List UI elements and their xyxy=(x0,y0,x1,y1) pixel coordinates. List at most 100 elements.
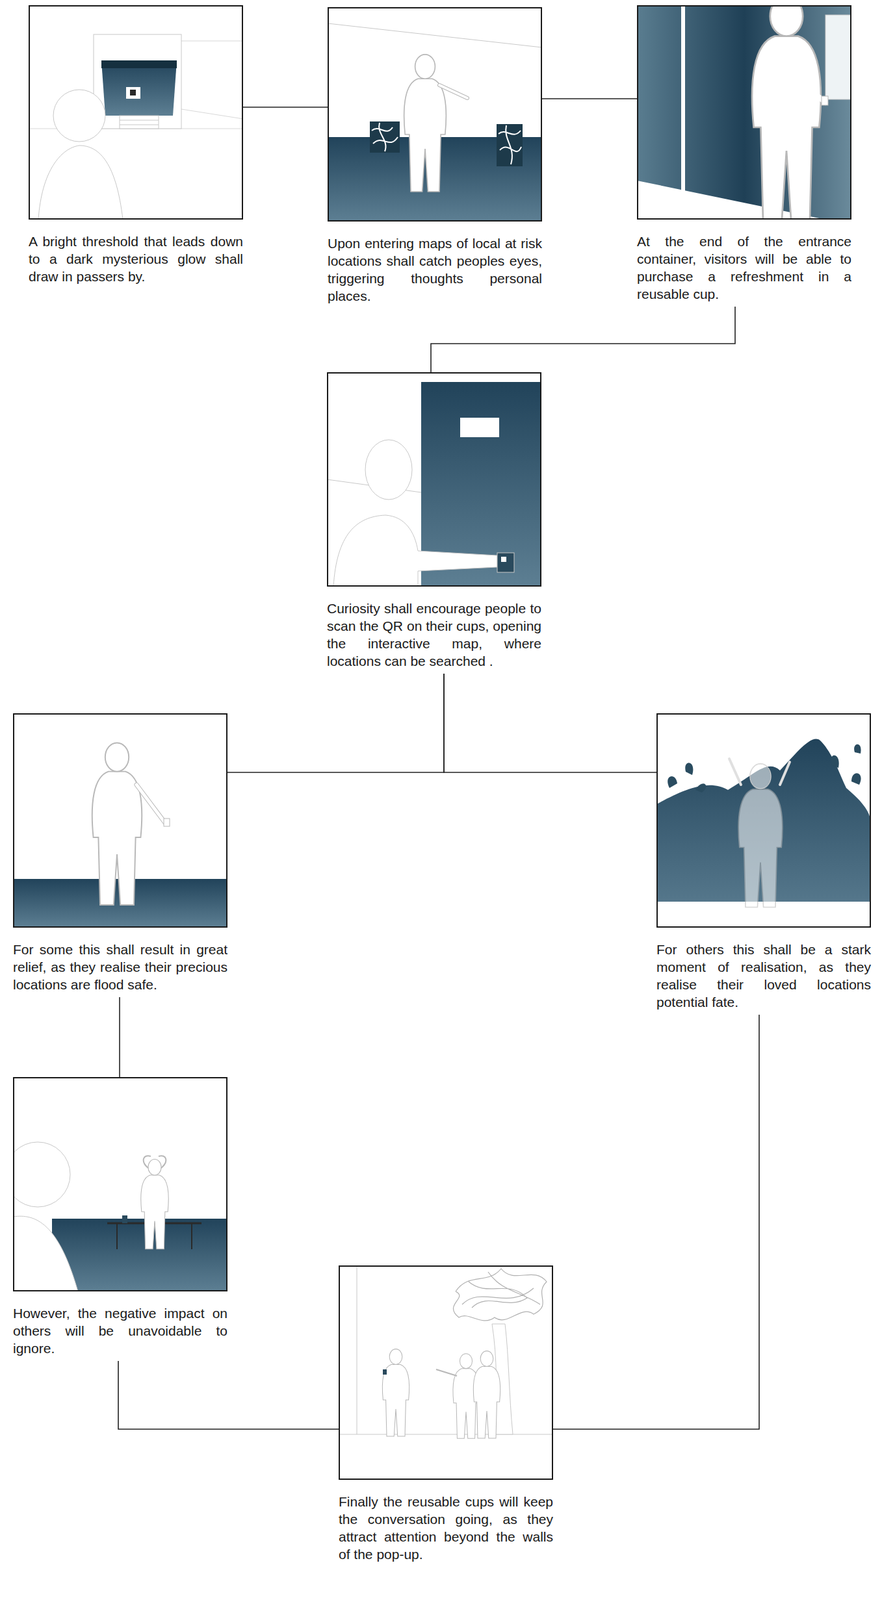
panel-frame xyxy=(326,372,542,587)
illustration-path xyxy=(436,1370,457,1377)
illustration-rect xyxy=(825,14,852,100)
panel-caption: For others this shall be a stark moment … xyxy=(656,941,871,1012)
flow-connector xyxy=(243,106,328,108)
storyboard-panel: Curiosity shall encourage people to scan… xyxy=(326,372,542,671)
threshold-illustration xyxy=(28,34,244,220)
panel-caption: A bright threshold that leads down to a … xyxy=(28,232,244,286)
storyboard-panel: A bright threshold that leads down to a … xyxy=(28,5,244,286)
illustration-rect xyxy=(126,87,141,99)
flow-connector xyxy=(553,1015,760,1430)
illustration-rect xyxy=(119,115,159,129)
flow-connector xyxy=(430,306,736,373)
panel-caption: Finally the reusable cups will keep the … xyxy=(338,1493,554,1564)
illustration-path xyxy=(136,785,166,825)
illustration-rect xyxy=(681,5,686,220)
illustration-path xyxy=(38,145,123,220)
illustration-path xyxy=(136,785,166,825)
illustration-rect xyxy=(163,818,170,827)
illustration-rect xyxy=(501,557,507,563)
realisation-illustration xyxy=(656,739,871,929)
refreshment-illustration xyxy=(636,0,852,221)
panel-caption: For some this shall result in great reli… xyxy=(12,941,228,994)
illustration-rect xyxy=(496,124,523,167)
panel-frame xyxy=(327,7,543,222)
illustration-line xyxy=(116,1223,118,1250)
illustration-rect xyxy=(369,121,400,153)
panel-caption: However, the negative impact on others w… xyxy=(12,1305,228,1358)
illustration-g xyxy=(327,23,543,222)
illustration-ellipse xyxy=(365,440,413,500)
illustration-path xyxy=(729,759,790,786)
illustration-rect xyxy=(101,60,177,69)
flow-connector xyxy=(443,674,657,773)
illustration-rect xyxy=(93,34,182,129)
panel-frame xyxy=(636,5,852,220)
storyboard-panel: For some this shall result in great reli… xyxy=(12,713,228,994)
map-gallery-illustration xyxy=(327,23,543,222)
panel-frame xyxy=(338,1266,554,1481)
panel-caption: Curiosity shall encourage people to scan… xyxy=(326,599,542,671)
illustration-path xyxy=(656,739,871,929)
illustration-rect xyxy=(129,89,136,96)
impact-illustration xyxy=(5,1142,228,1293)
illustration-rect xyxy=(122,1216,128,1224)
panel-frame xyxy=(12,713,228,929)
panel-frame xyxy=(12,1077,228,1293)
illustration-line xyxy=(119,124,159,126)
illustration-line xyxy=(356,1266,358,1436)
illustration-rect xyxy=(821,96,829,106)
illustration-g xyxy=(656,739,871,929)
illustration-rect xyxy=(460,417,500,438)
illustration-path xyxy=(453,1269,547,1322)
illustration-use xyxy=(738,764,783,908)
illustration-g xyxy=(28,34,244,220)
illustration-rect xyxy=(497,553,515,573)
illustration-line xyxy=(181,109,244,119)
storyboard-panel: However, the negative impact on others w… xyxy=(12,1077,228,1358)
illustration-polygon xyxy=(101,60,177,116)
illustration-line xyxy=(181,40,244,42)
storyboard-panel: For others this shall be a stark moment … xyxy=(656,713,871,1012)
illustration-rect xyxy=(382,1370,387,1376)
illustration-ellipse xyxy=(750,764,771,790)
storyboard-panel: At the end of the entrance container, vi… xyxy=(636,5,852,303)
panel-caption: Upon entering maps of local at risk loca… xyxy=(327,234,543,305)
qr-scan-illustration xyxy=(326,382,542,587)
illustration-use xyxy=(382,1349,409,1438)
illustration-use xyxy=(473,1351,500,1440)
illustration-line xyxy=(338,1435,554,1436)
illustration-path xyxy=(498,125,522,165)
storyboard-panel: Upon entering maps of local at risk loca… xyxy=(327,7,543,305)
illustration-line xyxy=(327,23,543,48)
flow-connector xyxy=(118,997,121,1078)
relief-illustration xyxy=(12,742,228,929)
illustration-polygon xyxy=(51,1219,228,1293)
illustration-path xyxy=(333,515,498,587)
illustration-path xyxy=(143,1156,166,1169)
illustration-g xyxy=(326,382,542,587)
illustration-path xyxy=(439,85,468,99)
illustration-path xyxy=(439,85,468,99)
panel-frame xyxy=(28,5,244,220)
illustration-line xyxy=(191,1223,193,1250)
flow-connector xyxy=(227,674,444,773)
conversation-illustration xyxy=(338,1266,554,1440)
illustration-path xyxy=(371,122,398,152)
illustration-g xyxy=(636,5,852,220)
flow-connector xyxy=(542,98,637,100)
illustration-path xyxy=(12,1216,78,1293)
flow-connector xyxy=(118,1361,339,1430)
illustration-circle xyxy=(53,89,106,142)
storyboard-panel: Finally the reusable cups will keep the … xyxy=(338,1266,554,1564)
panel-frame xyxy=(656,713,871,929)
illustration-use xyxy=(141,1160,169,1250)
illustration-line xyxy=(119,120,159,121)
illustration-circle xyxy=(12,1142,71,1208)
illustration-use xyxy=(404,54,447,192)
illustration-g xyxy=(12,742,228,929)
illustration-use xyxy=(752,5,821,220)
illustration-use xyxy=(92,742,142,906)
illustration-g xyxy=(12,1142,228,1293)
panel-caption: At the end of the entrance container, vi… xyxy=(636,232,852,303)
